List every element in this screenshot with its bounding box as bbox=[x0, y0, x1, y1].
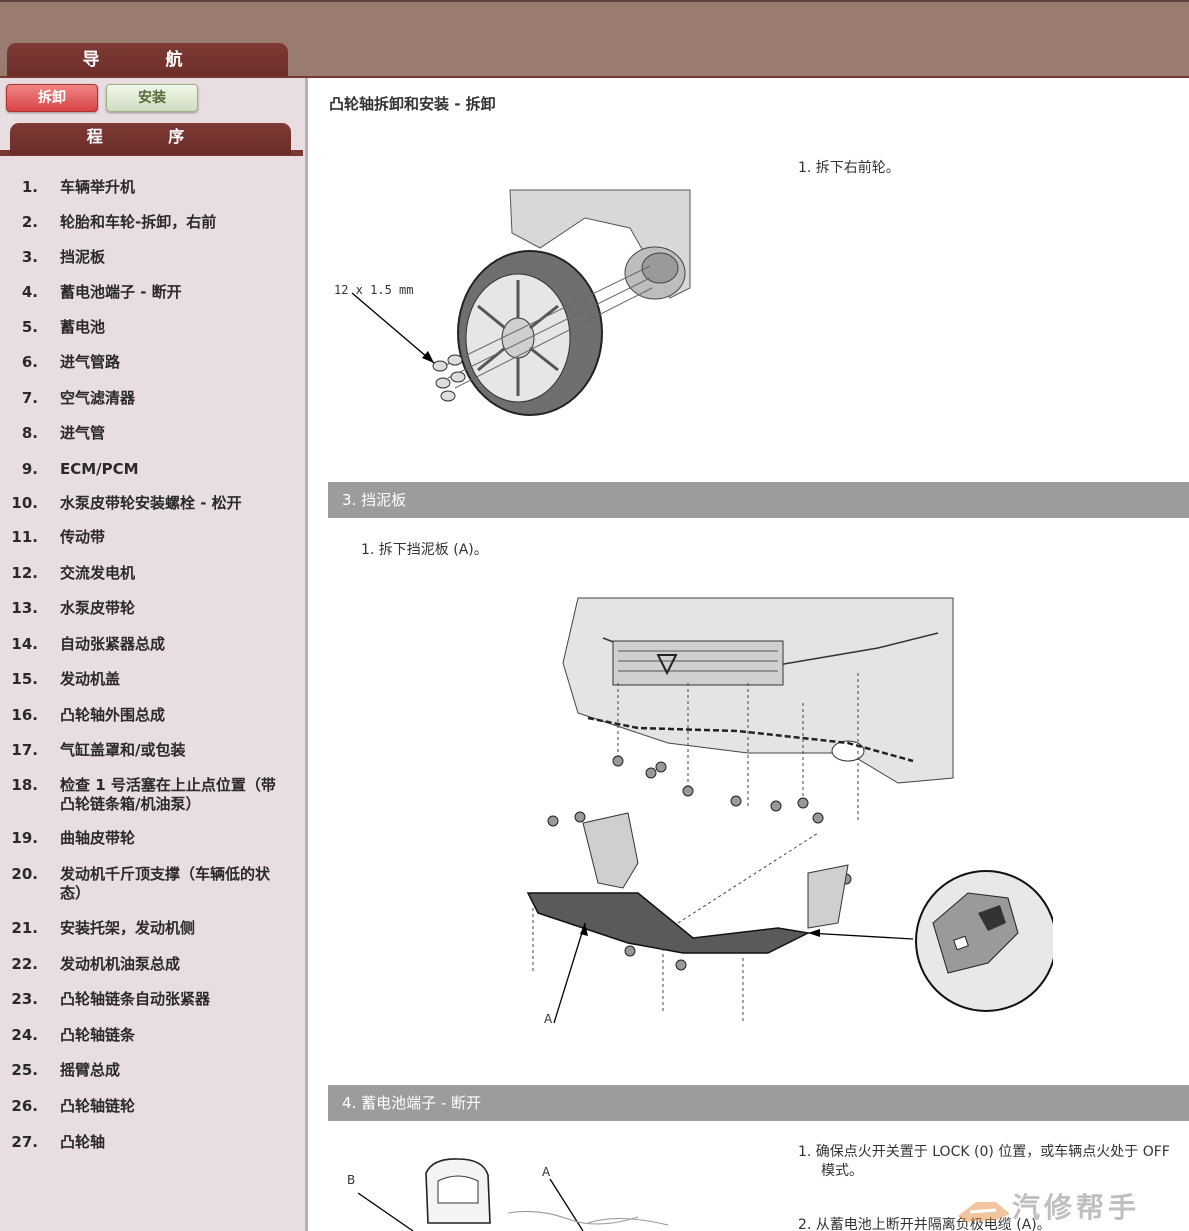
remove-button[interactable]: 拆卸 bbox=[6, 84, 98, 112]
procedure-label: 蓄电池 bbox=[60, 318, 106, 336]
procedure-label: 凸轮轴链条 bbox=[60, 1026, 136, 1044]
procedure-number: 13. bbox=[11, 599, 38, 617]
procedure-number: 19. bbox=[11, 829, 38, 847]
procedure-label: 轮胎和车轮-拆卸，右前 bbox=[60, 213, 217, 231]
procedure-label: 凸轮轴 bbox=[60, 1133, 106, 1151]
procedure-label: 安装托架，发动机侧 bbox=[60, 919, 196, 937]
procedure-label: 发动机盖 bbox=[60, 670, 121, 688]
procedure-label: 曲轴皮带轮 bbox=[60, 829, 136, 847]
procedure-number: 2. bbox=[21, 213, 38, 231]
battery-diagram bbox=[357, 1158, 669, 1231]
procedure-label: 蓄电池端子 - 断开 bbox=[60, 283, 182, 301]
install-button[interactable]: 安装 bbox=[106, 84, 198, 112]
procedure-label: 凸轮轴链轮 bbox=[60, 1097, 136, 1115]
procedure-number: 23. bbox=[11, 990, 38, 1008]
procedure-number: 7. bbox=[21, 389, 38, 407]
procedure-label: 气缸盖罩和/或包装 bbox=[60, 741, 186, 759]
battery-label-a: A bbox=[542, 1165, 551, 1179]
section-battery-terminal: 4. 蓄电池端子 - 断开 bbox=[328, 1085, 1189, 1121]
procedure-number: 3. bbox=[21, 248, 38, 266]
watermark-text: 汽修帮手 bbox=[1012, 1191, 1141, 1224]
procedure-label: 进气管 bbox=[60, 424, 106, 442]
wheel-bolt-label: 12 x 1.5 mm bbox=[334, 283, 414, 297]
battery-label-b: B bbox=[347, 1173, 356, 1187]
nav-tab[interactable]: 导 航 bbox=[7, 43, 288, 80]
procedure-number: 9. bbox=[21, 460, 38, 478]
procedure-label: 空气滤清器 bbox=[60, 389, 136, 407]
page-title: 凸轮轴拆卸和安装 - 拆卸 bbox=[329, 95, 496, 113]
procedure-label: ECM/PCM bbox=[60, 460, 139, 478]
procedure-number: 4. bbox=[21, 283, 38, 301]
procedure-number: 8. bbox=[21, 424, 38, 442]
procedure-label: 摇臂总成 bbox=[60, 1061, 121, 1079]
step-remove-wheel: 1. 拆下右前轮。 bbox=[798, 160, 900, 176]
procedure-number: 5. bbox=[21, 318, 38, 336]
procedure-label: 挡泥板 bbox=[60, 248, 106, 266]
watermark: 汽修帮手 bbox=[956, 1186, 1188, 1230]
procedure-label: 凸轮轴链条自动张紧器 bbox=[60, 990, 211, 1008]
procedure-number: 16. bbox=[11, 706, 38, 724]
procedure-number: 17. bbox=[11, 741, 38, 759]
procedure-label: 自动张紧器总成 bbox=[60, 635, 166, 653]
procedure-label: 发动机机油泵总成 bbox=[60, 955, 181, 973]
procedure-label: 交流发电机 bbox=[60, 564, 136, 582]
procedure-number: 11. bbox=[11, 528, 38, 546]
procedure-label: 发动机千斤顶支撑（车辆低的状态） bbox=[60, 865, 271, 902]
procedure-number: 15. bbox=[11, 670, 38, 688]
procedure-label: 传动带 bbox=[60, 528, 106, 546]
splash-shield-diagram bbox=[526, 597, 1053, 1024]
procedure-number: 18. bbox=[11, 776, 38, 794]
procedure-number: 25. bbox=[11, 1061, 38, 1079]
main-content: 凸轮轴拆卸和安装 - 拆卸 12 x 1.5 mm 1. 拆下右前轮。 3. 挡… bbox=[308, 78, 1189, 1231]
procedure-label: 检查 1 号活塞在上止点位置（带凸轮链条箱/机油泵） bbox=[60, 776, 276, 813]
procedure-number: 6. bbox=[21, 353, 38, 371]
step-remove-splash-shield: 1. 拆下挡泥板 (A)。 bbox=[361, 542, 488, 558]
procedure-number: 20. bbox=[11, 865, 38, 883]
procedure-label: 车辆举升机 bbox=[60, 178, 136, 196]
procedure-number: 22. bbox=[11, 955, 38, 973]
wheel-removal-diagram bbox=[351, 189, 691, 416]
step-ignition-lock-a: 1. 确保点火开关置于 LOCK (0) 位置，或车辆点火处于 OFF bbox=[798, 1144, 1170, 1160]
procedure-label: 进气管路 bbox=[60, 353, 121, 371]
section-splash-shield: 3. 挡泥板 bbox=[328, 482, 1189, 518]
procedure-number: 10. bbox=[11, 494, 38, 512]
splash-shield-label-a: A bbox=[544, 1012, 553, 1026]
sidebar: 拆卸 安装 程 序 1. 车辆举升机 2. 轮胎和车轮-拆卸，右前 3. 挡泥板 4. 蓄电池… bbox=[0, 78, 308, 1231]
procedure-number: 21. bbox=[11, 919, 38, 937]
procedure-label: 水泵皮带轮 bbox=[60, 599, 136, 617]
procedure-number: 12. bbox=[11, 564, 38, 582]
procedure-label: 凸轮轴外围总成 bbox=[60, 706, 166, 724]
step-ignition-lock-b: 模式。 bbox=[821, 1163, 863, 1179]
procedure-number: 24. bbox=[11, 1026, 38, 1044]
procedure-number: 14. bbox=[11, 635, 38, 653]
procedure-number: 26. bbox=[11, 1097, 38, 1115]
procedure-number: 27. bbox=[11, 1133, 38, 1151]
watermark-logo-icon bbox=[958, 1202, 1010, 1222]
procedure-label: 水泵皮带轮安装螺栓 - 松开 bbox=[60, 494, 242, 512]
top-banner: 导 航 bbox=[0, 0, 1189, 80]
procedure-header: 程 序 bbox=[10, 123, 291, 155]
procedure-number: 1. bbox=[21, 178, 38, 196]
